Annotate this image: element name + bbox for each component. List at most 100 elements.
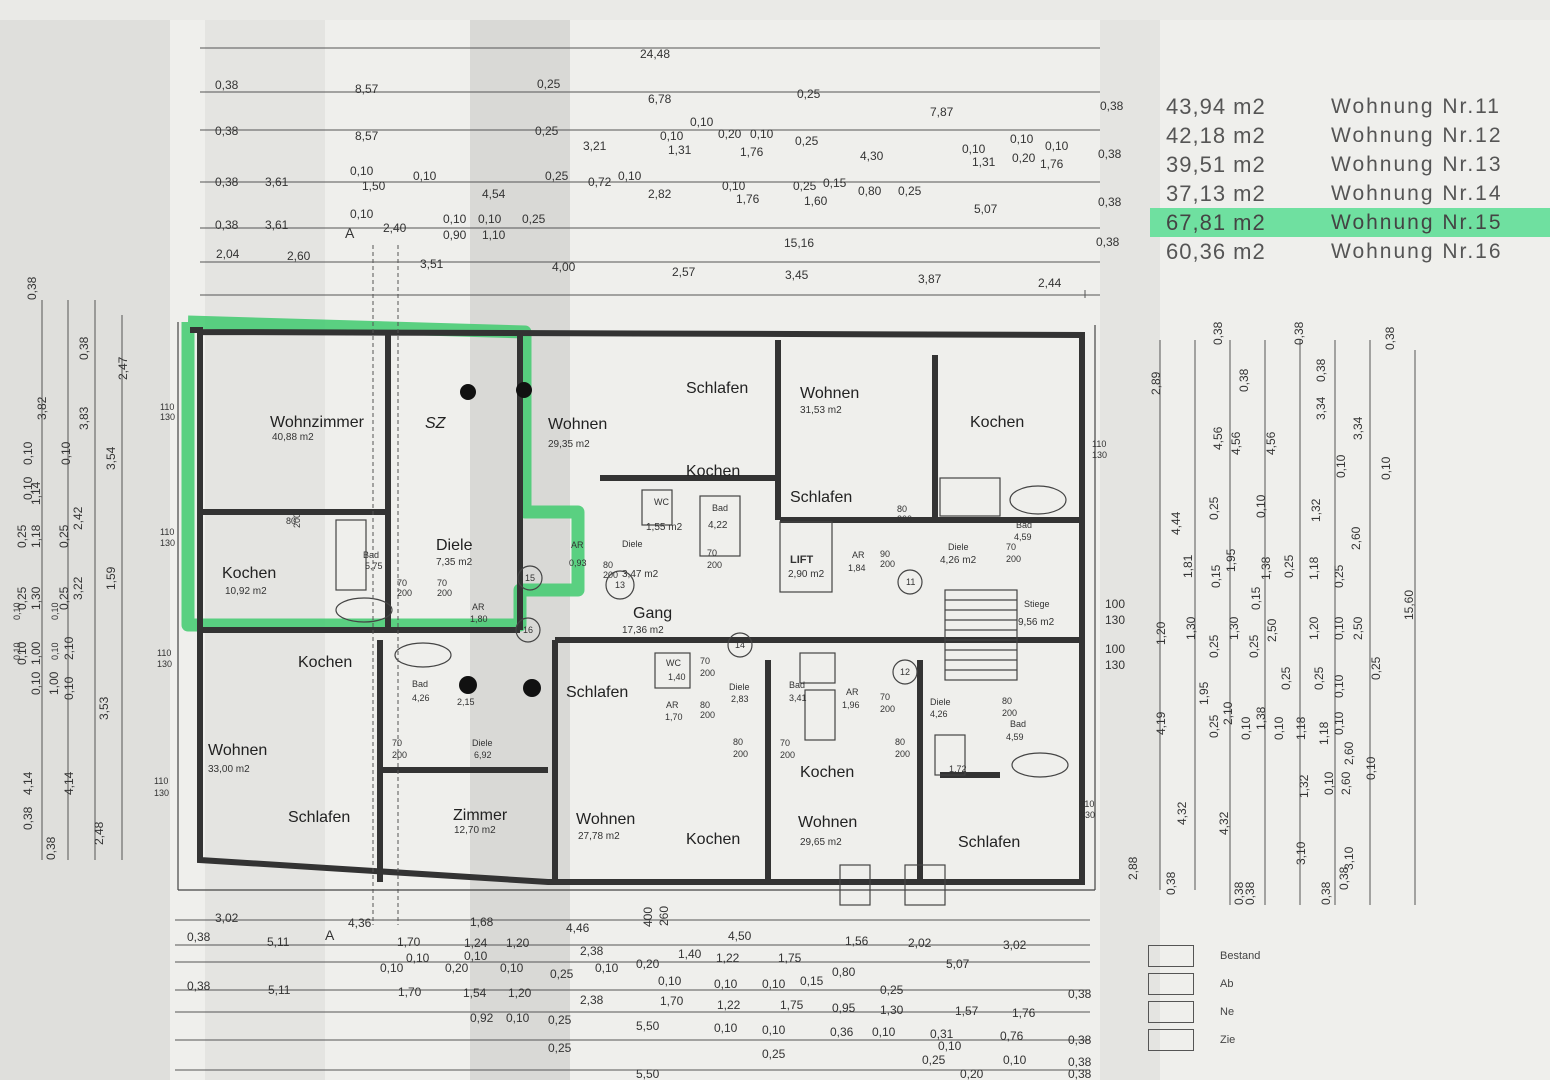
dimension-label: 130: [160, 538, 175, 548]
apartment-area: 42,18 m2: [1166, 122, 1266, 148]
room-area: 12,70 m2: [454, 825, 496, 836]
room-schlafen: Schlafen: [566, 684, 628, 701]
dim-label: 0,38: [1100, 99, 1124, 113]
room-schlafen: Schlafen: [790, 489, 852, 506]
dimension-label: 70: [700, 656, 710, 666]
room-diele: Diele: [436, 537, 473, 554]
dimension-label: 0,10: [1239, 716, 1253, 740]
dimension-label: 200: [700, 668, 715, 678]
room-gang: Gang: [633, 605, 672, 622]
dimension-label: 0,25: [1207, 634, 1221, 658]
dimension-label: 1,24: [464, 936, 488, 950]
room-area: 0,93: [569, 558, 587, 568]
dimension-label: 1,30: [880, 1003, 904, 1017]
left-dimensions: 0,38 2,47 0,38 3,82 3,83 0,10 0,10 3,54 …: [15, 276, 130, 860]
dimension-label: 0,25: [550, 967, 574, 981]
room-bad: Bad: [363, 550, 379, 560]
room-area: 27,78 m2: [578, 831, 620, 842]
dim-label: 0,25: [545, 169, 569, 183]
dimension-label: 2,47: [116, 356, 130, 380]
dimension-label: 1,54: [463, 986, 487, 1000]
dim-label: 0,72: [588, 175, 612, 189]
dimension-label: 16: [523, 625, 533, 635]
dim-label: 1,31: [668, 143, 692, 157]
dimension-label: 4,32: [1217, 811, 1231, 835]
dim-label: 0,25: [898, 184, 922, 198]
dimension-label: 260: [657, 906, 671, 926]
dimension-label: 0,10: [50, 602, 60, 620]
room-area: 1,80: [470, 614, 488, 624]
dim-label: 1,76: [736, 192, 760, 206]
dimension-label: 1,32: [1309, 498, 1323, 522]
dimension-label: 3,83: [77, 406, 91, 430]
dimension-label: 130: [1080, 810, 1095, 820]
room-area: 5,75: [365, 561, 383, 571]
dimension-label: 1,76: [1012, 1006, 1036, 1020]
dim-label: 0,25: [522, 212, 546, 226]
dimension-label: 1,56: [845, 934, 869, 948]
legend: Bestand Ab Ne Zie: [1148, 942, 1268, 1054]
dim-label: 1,31: [972, 155, 996, 169]
legend-label: Bestand: [1220, 950, 1261, 962]
dim-label: 2,40: [383, 221, 407, 235]
dimension-label: 0,38: [1292, 321, 1306, 345]
dimension-label: 0,10: [1254, 494, 1268, 518]
dimension-label: 0,10: [406, 951, 430, 965]
dimension-label: 0,10: [1332, 711, 1346, 735]
dim-label: 0,38: [1098, 147, 1122, 161]
room-bad: Bad: [789, 680, 805, 690]
dimension-label: 2,60: [1342, 741, 1356, 765]
dimension-lines: [41, 47, 1416, 1071]
legend-item: Ne: [1148, 998, 1268, 1026]
room-area: 10,92 m2: [225, 586, 267, 597]
room-diele: Diele: [622, 539, 643, 549]
dimension-label: 0,25: [1369, 656, 1383, 680]
apartment-area: 37,13 m2: [1166, 180, 1266, 206]
dimension-label: 200: [437, 588, 452, 598]
apartment-area: 60,36 m2: [1166, 238, 1266, 264]
dimension-label: 2,88: [1126, 856, 1140, 880]
dimension-label: 4,14: [62, 771, 76, 795]
apartment-label: Wohnung Nr.13: [1331, 152, 1503, 176]
dim-label: 0,38: [215, 124, 239, 138]
dimension-label: 0,10: [15, 641, 29, 665]
dim-label: 3,45: [785, 268, 809, 282]
section-marker-a: A: [325, 927, 335, 943]
dimension-label: 0,10: [762, 1023, 786, 1037]
dimension-label: 0,25: [15, 524, 29, 548]
room-area: 1,40: [668, 672, 686, 682]
dimension-label: 1,95: [1197, 681, 1211, 705]
dimension-label: 5,50: [636, 1019, 660, 1033]
dim-label: 8,57: [355, 82, 379, 96]
room-kochen: Kochen: [222, 565, 276, 582]
door-window-sizes: 110 130 110 130 110 130 110 130 100 130 …: [154, 402, 1125, 820]
dim-label: 0,10: [443, 212, 467, 226]
dimension-label: 0,38: [1383, 326, 1397, 350]
room-bad: Bad: [412, 679, 428, 689]
dimension-label: 2,38: [580, 993, 604, 1007]
dimension-label: 0,20: [636, 957, 660, 971]
dimension-label: 0,10: [59, 441, 73, 465]
dimension-label: 3,10: [1342, 846, 1356, 870]
room-lift: LIFT: [790, 554, 813, 566]
dimension-label: 4,56: [1211, 426, 1225, 450]
room-area: 7,35 m2: [436, 557, 473, 568]
dimension-label: 0,38: [1314, 358, 1328, 382]
dimension-label: 70: [880, 692, 890, 702]
dimension-label: 2,15: [457, 697, 475, 707]
legend-swatch: [1148, 1001, 1194, 1023]
dimension-label: 1,70: [660, 994, 684, 1008]
dimension-label: 2,60: [1339, 771, 1353, 795]
room-area: 1,96: [842, 700, 860, 710]
dimension-label: 80: [286, 516, 296, 526]
dimension-label: 3,54: [104, 446, 118, 470]
dim-label: 3,61: [265, 218, 289, 232]
dimension-label: 12: [900, 667, 910, 677]
dimension-label: 80: [895, 737, 905, 747]
dim-label: 0,10: [478, 212, 502, 226]
dimension-label: 0,38: [1337, 866, 1351, 890]
dimension-label: 130: [1092, 450, 1107, 460]
dimension-label: 0,15: [1249, 586, 1263, 610]
dimension-label: 0,38: [187, 930, 211, 944]
